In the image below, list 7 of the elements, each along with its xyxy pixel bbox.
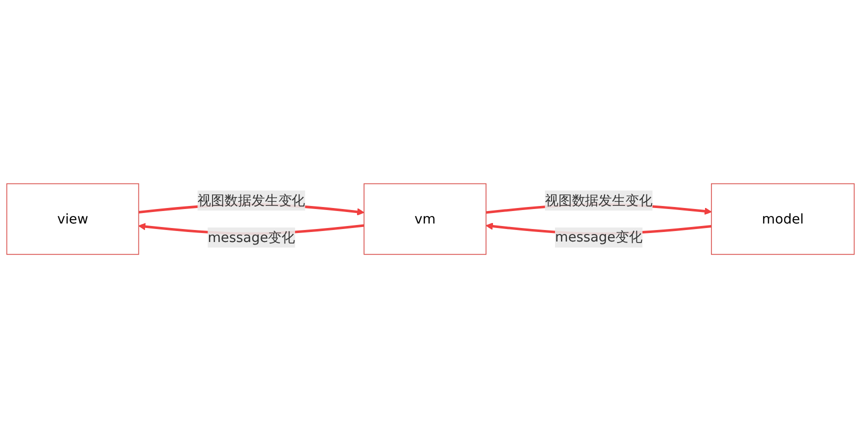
node-box: view <box>6 183 140 255</box>
node-box: vm <box>364 183 486 255</box>
edge-label: message变化 <box>208 229 296 246</box>
edge-label: 视图数据发生变化 <box>544 192 653 208</box>
node-box: model <box>710 183 855 255</box>
edge-label: message变化 <box>554 229 642 246</box>
edge-label: 视图数据发生变化 <box>198 192 306 208</box>
